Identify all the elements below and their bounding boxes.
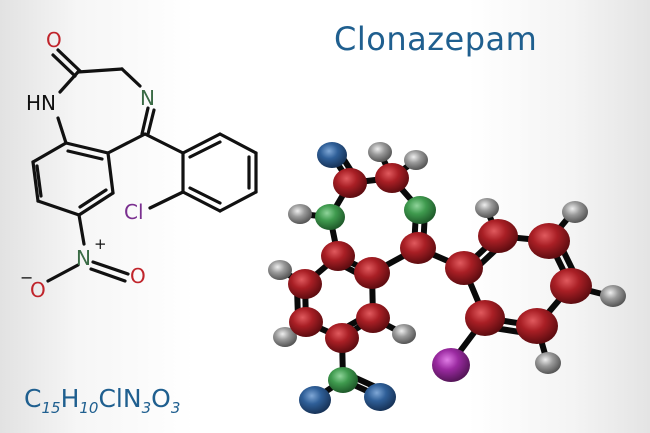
hydrogen-atom xyxy=(273,327,297,347)
nitro-nitrogen-label: N xyxy=(76,246,91,270)
minus-charge-label: − xyxy=(20,268,33,287)
amine-label: HN xyxy=(26,91,56,115)
hydrogen-atom xyxy=(368,142,392,162)
chlorine-atom xyxy=(432,348,470,382)
carbon-atom xyxy=(400,232,436,264)
oxygen-atom xyxy=(317,142,347,168)
hydrogen-atom xyxy=(268,260,292,280)
compound-title: Clonazepam xyxy=(334,20,538,58)
carbon-atom xyxy=(354,257,390,289)
carbon-atom xyxy=(550,268,592,304)
carbon-atom xyxy=(325,323,359,353)
nitrogen-atom xyxy=(315,204,345,230)
carbon-atom xyxy=(356,303,390,333)
imine-nitrogen-label: N xyxy=(140,86,155,110)
nitro-oxygen-right-label: O xyxy=(130,264,146,288)
nitro-oxygen-left-label: O xyxy=(30,278,46,302)
hydrogen-atom xyxy=(535,352,561,374)
oxygen-atom xyxy=(299,386,331,414)
carbon-atom xyxy=(478,219,518,253)
carbon-atom xyxy=(321,241,355,271)
hydrogen-atom xyxy=(288,204,312,224)
hydrogen-atom xyxy=(562,201,588,223)
oxygen-atom xyxy=(364,383,396,411)
carbon-atom xyxy=(289,307,323,337)
carbon-atom xyxy=(528,223,570,259)
plus-charge-label: + xyxy=(94,235,107,253)
carbon-atom xyxy=(375,163,409,193)
molecular-formula: C15H10ClN3O3 xyxy=(24,384,181,417)
carbon-atom xyxy=(516,308,558,344)
carbonyl-oxygen-label: O xyxy=(46,28,62,52)
hydrogen-atom xyxy=(475,198,499,218)
carbon-atom xyxy=(288,269,322,299)
hydrogen-atom xyxy=(600,285,626,307)
skeletal-structure: O HN N Cl N + O O − xyxy=(20,28,258,302)
carbon-atom xyxy=(333,168,367,198)
nitrogen-atom xyxy=(328,367,358,393)
carbon-atom xyxy=(445,251,483,285)
chlorine-label: Cl xyxy=(124,200,144,224)
nitrogen-atom xyxy=(404,196,436,224)
carbon-atom xyxy=(465,300,505,336)
hydrogen-atom xyxy=(404,150,428,170)
hydrogen-atom xyxy=(392,324,416,344)
